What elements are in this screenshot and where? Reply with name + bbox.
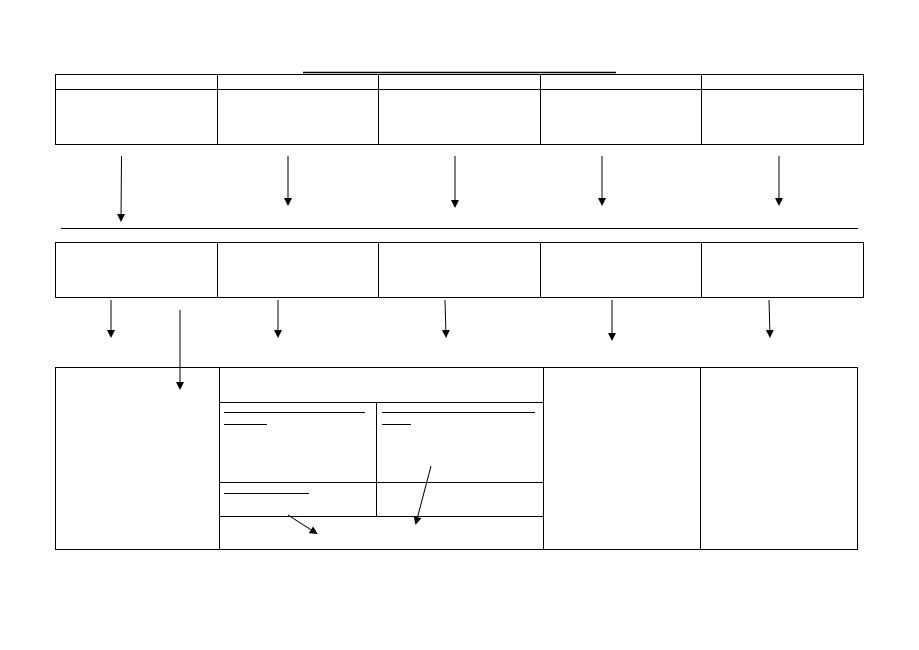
top-row-frame: [55, 74, 864, 145]
top-arrows: [117, 155, 783, 222]
bottom-right-box-2: [700, 367, 858, 550]
middle-arrows: [107, 299, 774, 390]
arrow-top-1: [117, 155, 126, 222]
middle-row-frame: [55, 242, 864, 298]
arrow-inner-diagonal-right: [413, 465, 432, 525]
arrow-mid-4: [441, 299, 450, 338]
arrow-inner-diagonal-left: [287, 514, 318, 535]
bottom-right-box-1: [543, 367, 701, 550]
middle-row-table: [55, 242, 864, 298]
bottom-center-box: [219, 367, 544, 550]
top-row-table: [55, 74, 864, 145]
arrow-mid-6: [765, 299, 774, 338]
bottom-section: [55, 367, 858, 550]
bottom-left-box: [55, 367, 220, 550]
